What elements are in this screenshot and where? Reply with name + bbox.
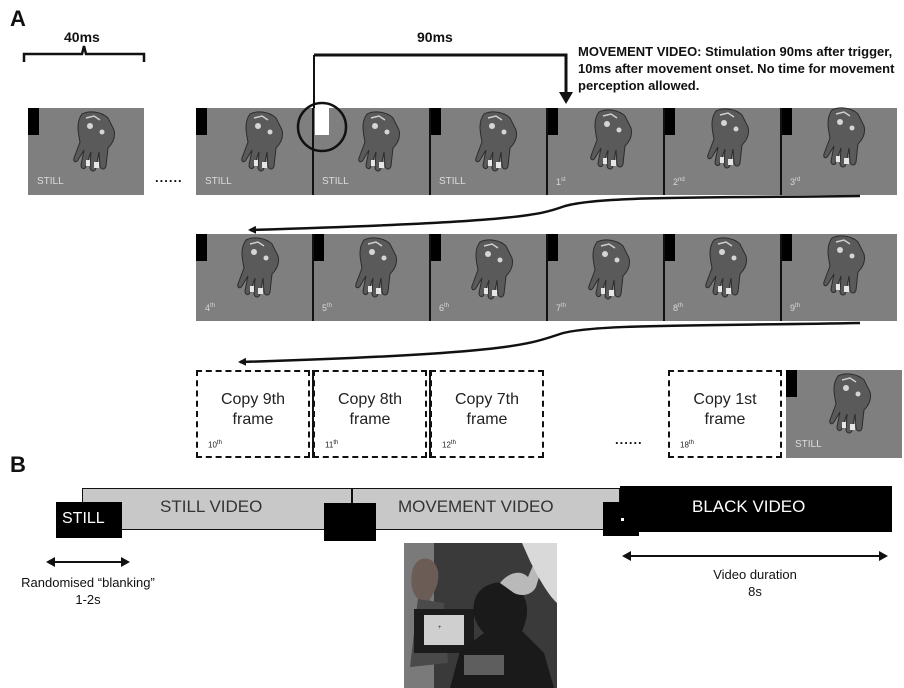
blanking-caption-line1: Randomised “blanking” xyxy=(21,575,155,590)
duration-caption-line1: Video duration xyxy=(713,567,797,582)
blanking-caption: Randomised “blanking” 1-2s xyxy=(0,574,176,608)
blanking-caption-line2: 1-2s xyxy=(75,592,101,607)
frame-label: STILL xyxy=(37,176,64,187)
frame-label: 4th xyxy=(205,303,216,313)
frame-label: 3rd xyxy=(790,177,801,187)
trigger-marker xyxy=(196,108,207,135)
frame-label: STILL xyxy=(205,176,232,187)
frame-label: 5th xyxy=(322,303,333,313)
frame-label: STILL xyxy=(439,176,466,187)
movement-video-label: MOVEMENT VIDEO xyxy=(398,497,554,516)
frame-label: 9th xyxy=(790,303,801,313)
frame-divider xyxy=(780,234,782,321)
duration-arrow-left-head xyxy=(622,551,631,561)
copy-frame-number: 12th xyxy=(442,440,456,450)
frame-label: 6th xyxy=(439,303,450,313)
blanking-arrow-right-head xyxy=(121,557,130,567)
trigger-marker xyxy=(547,234,558,261)
frame-divider xyxy=(429,108,431,195)
experiment-photo-illustration: + xyxy=(404,543,557,688)
duration-caption-line2: 8s xyxy=(748,584,762,599)
frame-divider xyxy=(780,108,782,195)
transition-block-1 xyxy=(324,503,376,541)
frame-divider xyxy=(663,234,665,321)
panel-b-letter: B xyxy=(10,452,26,477)
blanking-arrow-left-head xyxy=(46,557,55,567)
movement-video-callout: MOVEMENT VIDEO: Stimulation 90ms after t… xyxy=(578,44,895,93)
svg-text:+: + xyxy=(438,625,442,631)
trigger-marker xyxy=(664,234,675,261)
trigger-marker-white xyxy=(315,108,329,135)
frame-divider xyxy=(429,370,431,458)
black-video-label: BLACK VIDEO xyxy=(692,497,806,516)
timing-arrow-head xyxy=(559,92,573,104)
trigger-marker xyxy=(196,234,207,261)
trigger-marker xyxy=(781,108,792,135)
trigger-marker xyxy=(430,234,441,261)
trigger-marker xyxy=(430,108,441,135)
label-90ms: 90ms xyxy=(417,29,453,45)
frame-label: 8th xyxy=(673,303,684,313)
timing-line-90ms xyxy=(314,53,568,92)
trigger-marker xyxy=(781,234,792,261)
copy-frame-number: 11th xyxy=(325,440,339,450)
copy-frame-number: 18th xyxy=(680,440,694,450)
panel-a-letter: A xyxy=(10,6,26,31)
trigger-marker xyxy=(547,108,558,135)
duration-caption: Video duration 8s xyxy=(690,566,820,600)
flow-arrow-row1-to-row2 xyxy=(248,194,861,234)
frame-label: STILL xyxy=(322,176,349,187)
duration-arrow-right-head xyxy=(879,551,888,561)
highlight-circle xyxy=(296,101,348,153)
trigger-marker xyxy=(786,370,797,397)
experiment-photo: + xyxy=(404,543,557,688)
frame-label: 7th xyxy=(556,303,567,313)
copy-frame-number: 10th xyxy=(208,440,222,450)
trigger-marker xyxy=(664,108,675,135)
trigger-marker xyxy=(313,234,324,261)
brace-40ms xyxy=(22,45,146,62)
ellipsis-row3: ...... xyxy=(615,432,643,447)
trigger-dot xyxy=(621,518,624,521)
still-video-label: STILL VIDEO xyxy=(160,497,263,516)
still-block-label: STILL xyxy=(62,510,105,527)
frame-divider xyxy=(546,108,548,195)
frame-label: STILL xyxy=(795,439,822,450)
frame-divider xyxy=(546,234,548,321)
black-video-bar xyxy=(620,486,892,532)
frame-divider xyxy=(312,234,314,321)
frame-label: 2nd xyxy=(673,177,685,187)
trigger-marker xyxy=(28,108,39,135)
still-block xyxy=(56,502,122,538)
frame-divider xyxy=(663,108,665,195)
flow-arrow-row2-to-row3 xyxy=(238,321,861,366)
frame-label: 1st xyxy=(556,177,566,187)
frame-divider xyxy=(312,370,314,458)
frame-divider xyxy=(429,234,431,321)
frame-divider xyxy=(312,108,314,195)
label-40ms: 40ms xyxy=(64,29,100,45)
ellipsis-row1: ...... xyxy=(155,170,183,185)
